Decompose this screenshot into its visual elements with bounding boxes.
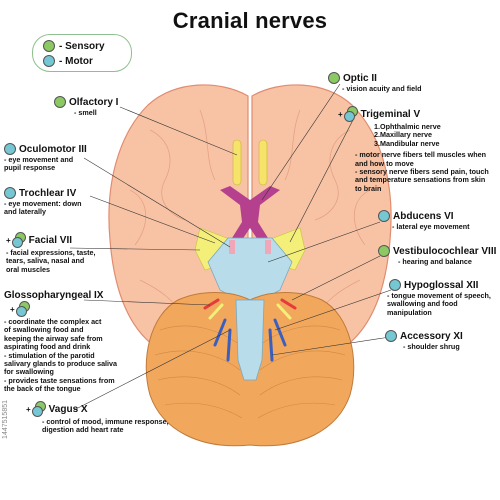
nerve-hypoglossal: Hypoglossal XII - tongue movement of spe…: [387, 279, 491, 317]
legend-label: - Sensory: [59, 40, 105, 52]
motor-dot-icon: [389, 279, 401, 291]
nerve-name: Facial VII: [28, 234, 73, 246]
olfactory-tract-left: [232, 139, 242, 186]
medulla: [235, 299, 265, 381]
nerve-name: Hypoglossal XII: [404, 279, 479, 291]
nerve-description: - hearing and balance: [398, 257, 472, 266]
nerve-trigeminal: + Trigeminal V 1.Ophthalmic nerve 2.Maxil…: [338, 106, 489, 193]
nerve-abducens: Abducens VI - lateral eye movement: [378, 210, 470, 231]
nerve-branches: 1.Ophthalmic nerve 2.Maxillary nerve 3.M…: [374, 122, 441, 148]
nerve-description: - eye movement: down and laterally: [4, 199, 82, 217]
legend: - Sensory - Motor: [32, 34, 132, 72]
nerve-name: Trigeminal V: [360, 108, 421, 120]
nerve-trochlear: Trochlear IV - eye movement: down and la…: [4, 187, 81, 217]
nerve-description: - vision acuity and field: [342, 84, 422, 93]
nerve-vestibulocochlear: Vestibulocochlear VIII - hearing and bal…: [378, 245, 496, 266]
legend-item-motor: - Motor: [43, 54, 93, 68]
sensory-motor-icon: [343, 106, 358, 122]
nerve-description: - facial expressions, taste, tears, sali…: [6, 248, 96, 274]
nerve-name: Vagus X: [48, 403, 88, 415]
motor-dot-icon: [43, 55, 55, 67]
nerve-description: - coordinate the complex act of swallowi…: [4, 317, 118, 394]
nerve-optic: Optic II - vision acuity and field: [328, 72, 421, 93]
sensory-dot-icon: [54, 96, 66, 108]
nerve-name: Abducens VI: [393, 210, 454, 222]
brainstem: [207, 237, 293, 301]
oculomotor-nerve-left: [229, 240, 235, 254]
nerve-name: Olfactory I: [69, 96, 119, 108]
olfactory-tract-right: [258, 139, 268, 186]
plus-icon: +: [10, 304, 15, 314]
nerve-name: Optic II: [343, 72, 377, 84]
sensory-dot-icon: [43, 40, 55, 52]
legend-label: - Motor: [59, 55, 93, 67]
motor-dot-icon: [4, 143, 16, 155]
nerve-name: Glossopharyngeal IX: [4, 290, 104, 301]
nerve-description: - motor nerve fibers tell muscles when a…: [355, 150, 489, 193]
motor-dot-icon: [385, 330, 397, 342]
nerve-description: - shoulder shrug: [403, 342, 460, 351]
nerve-accessory: Accessory XI - shoulder shrug: [385, 330, 463, 351]
sensory-dot-icon: [378, 245, 390, 257]
nerve-oculomotor: Oculomotor III - eye movement and pupil …: [4, 143, 87, 173]
legend-item-sensory: - Sensory: [43, 39, 105, 53]
watermark-id: 1447515851: [2, 400, 9, 439]
sensory-motor-icon: [31, 401, 46, 417]
nerve-name: Oculomotor III: [19, 143, 87, 155]
plus-icon: +: [338, 109, 343, 119]
oculomotor-nerve-right: [265, 240, 271, 254]
page-title: Cranial nerves: [172, 8, 328, 33]
sensory-motor-icon: [11, 232, 26, 248]
motor-dot-icon: [378, 210, 390, 222]
nerve-name: Trochlear IV: [19, 187, 77, 199]
nerve-vagus: + Vagus X - control of mood, immune respo…: [26, 401, 169, 435]
nerve-name: Vestibulocochlear VIII: [393, 245, 497, 257]
sensory-motor-icon: [15, 301, 30, 317]
nerve-description: - smell: [74, 108, 97, 117]
nerve-description: - control of mood, immune response, dige…: [42, 417, 169, 435]
motor-dot-icon: [4, 187, 16, 199]
plus-icon: +: [6, 235, 11, 245]
optic-chiasm: [220, 186, 280, 240]
nerve-description: - eye movement and pupil response: [4, 155, 74, 173]
sensory-dot-icon: [328, 72, 340, 84]
plus-icon: +: [26, 404, 31, 414]
nerve-facial: + Facial VII - facial expressions, taste,…: [6, 232, 96, 274]
nerve-olfactory: Olfactory I - smell: [54, 96, 118, 117]
nerve-description: - tongue movement of speech, swallowing …: [387, 291, 491, 317]
nerve-glossopharyngeal: Glossopharyngeal IX + - coordinate the c…: [4, 290, 117, 394]
nerve-name: Accessory XI: [400, 330, 463, 342]
nerve-description: - lateral eye movement: [392, 222, 470, 231]
